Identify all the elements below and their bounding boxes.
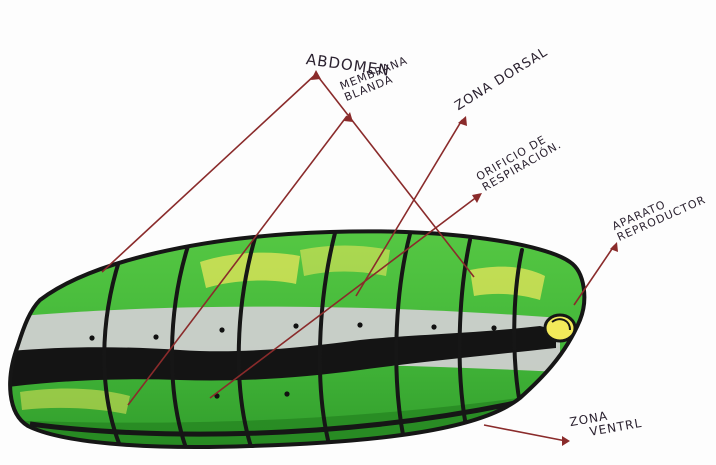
reproductive-tip (545, 315, 575, 341)
